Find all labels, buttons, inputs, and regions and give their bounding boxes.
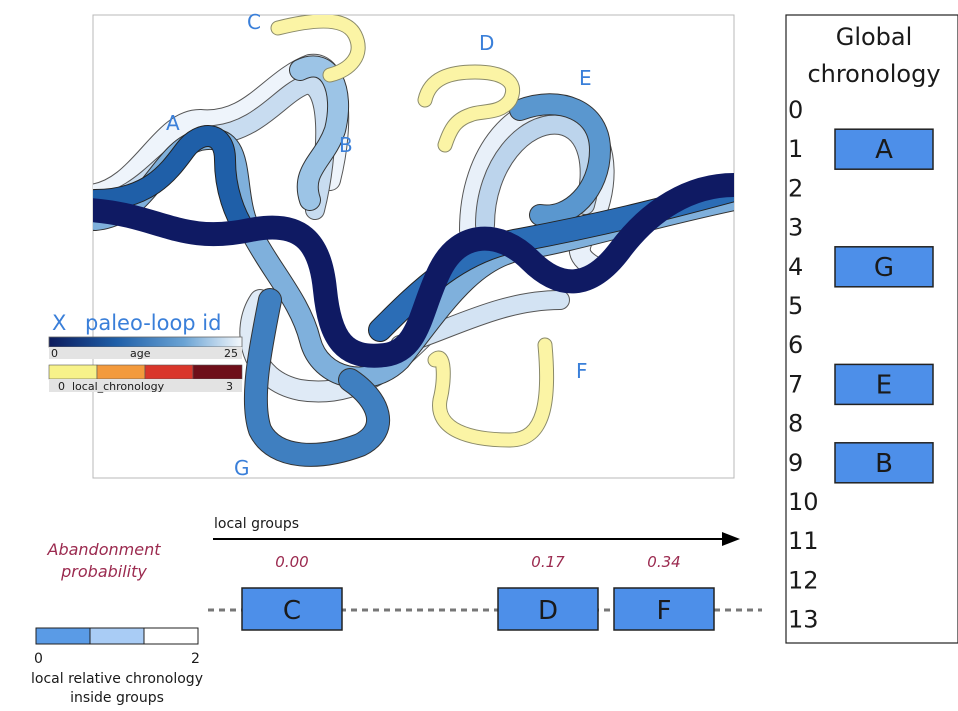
abandonment-label-1: Abandonment <box>47 540 162 559</box>
structure-labels: A B C D E F G <box>166 10 592 480</box>
chronology-tick-8: 8 <box>788 410 803 438</box>
chrono-swatch-2 <box>144 364 194 380</box>
age-colorbar: 0 age 25 <box>48 336 243 360</box>
chronology-tick-4: 4 <box>788 253 803 281</box>
ribbon-bundle <box>93 15 734 467</box>
local-groups-section: local groups Abandonment probability 0.0… <box>47 516 762 631</box>
chronology-loop-boxes: A G E B <box>834 128 934 484</box>
relative-chronology-legend: 0 2 local relative chronology inside gro… <box>31 627 203 706</box>
chrono-title: local_chronology <box>72 380 165 393</box>
structure-label-a: A <box>166 111 180 135</box>
chronology-tick-10: 10 <box>788 488 819 516</box>
chrono-scale-strip <box>49 379 242 392</box>
chronology-box-b: B <box>834 442 934 484</box>
legend-marker-caption: paleo-loop id <box>85 311 221 335</box>
chronology-tick-3: 3 <box>788 214 803 242</box>
relative-caption-1: local relative chronology <box>31 671 203 687</box>
chronology-tick-7: 7 <box>788 370 803 398</box>
color-legend: X paleo-loop id 0 age 25 0 local_chronol… <box>48 311 243 393</box>
chronology-tick-0: 0 <box>788 96 803 124</box>
structure-label-g: G <box>234 456 250 480</box>
age-gradient <box>48 336 243 348</box>
relative-min: 0 <box>34 651 43 667</box>
chronology-tick-11: 11 <box>788 527 819 555</box>
chronology-colorbar: 0 local_chronology 3 <box>48 364 243 393</box>
structure-label-c: C <box>247 10 261 34</box>
chronology-box-label-b: B <box>875 449 893 479</box>
global-chronology-title-1: Global <box>836 23 913 51</box>
chronology-tick-1: 1 <box>788 135 803 163</box>
group-c-box: C <box>241 587 343 631</box>
chrono-swatch-1 <box>96 364 146 380</box>
structure-label-b: B <box>339 133 353 157</box>
chronology-tick-6: 6 <box>788 331 803 359</box>
structure-label-e: E <box>579 66 592 90</box>
relative-caption-2: inside groups <box>70 690 164 706</box>
chronology-box-a: A <box>834 128 934 170</box>
group-f-label: F <box>657 596 672 626</box>
chronology-box-e: E <box>834 363 934 406</box>
age-scale-strip <box>49 347 242 359</box>
global-chronology-frame <box>785 14 958 644</box>
abandonment-label-2: probability <box>60 562 147 581</box>
chronology-tick-12: 12 <box>788 566 819 594</box>
age-title: age <box>130 347 151 360</box>
relative-swatch-2 <box>143 627 199 645</box>
legend-marker: X <box>52 311 66 335</box>
chronology-box-label-e: E <box>876 370 892 400</box>
chronology-tick-5: 5 <box>788 292 803 320</box>
group-d-box: D <box>497 587 599 631</box>
global-chronology-title-2: chronology <box>807 60 940 88</box>
age-min: 0 <box>51 347 58 360</box>
group-c-label: C <box>283 596 301 626</box>
age-max: 25 <box>224 347 238 360</box>
relative-swatch-1 <box>89 627 145 645</box>
navy-ribbon <box>93 173 734 368</box>
group-f-probability: 0.34 <box>647 553 680 571</box>
chronology-box-label-g: G <box>874 253 894 283</box>
relative-max: 2 <box>191 651 200 667</box>
chronology-box-g: G <box>834 246 934 288</box>
chronology-tick-2: 2 <box>788 174 803 202</box>
structure-label-d: D <box>479 31 494 55</box>
local-groups-arrowhead <box>722 532 740 546</box>
chrono-swatch-3 <box>192 364 243 380</box>
structure-label-f: F <box>576 359 588 383</box>
chronology-box-label-a: A <box>875 135 893 165</box>
relative-swatch-0 <box>35 627 91 645</box>
chronology-tick-13: 13 <box>788 606 819 634</box>
group-d-probability: 0.17 <box>531 553 565 571</box>
yellow-loops <box>270 15 555 448</box>
chrono-min: 0 <box>58 380 65 393</box>
chrono-max: 3 <box>226 380 233 393</box>
local-groups-title: local groups <box>214 516 299 532</box>
chronology-tick-9: 9 <box>788 449 803 477</box>
group-c-probability: 0.00 <box>275 553 308 571</box>
structure-panel <box>92 14 735 479</box>
chrono-swatch-0 <box>48 364 98 380</box>
group-d-label: D <box>538 596 558 626</box>
group-f-box: F <box>613 587 715 631</box>
